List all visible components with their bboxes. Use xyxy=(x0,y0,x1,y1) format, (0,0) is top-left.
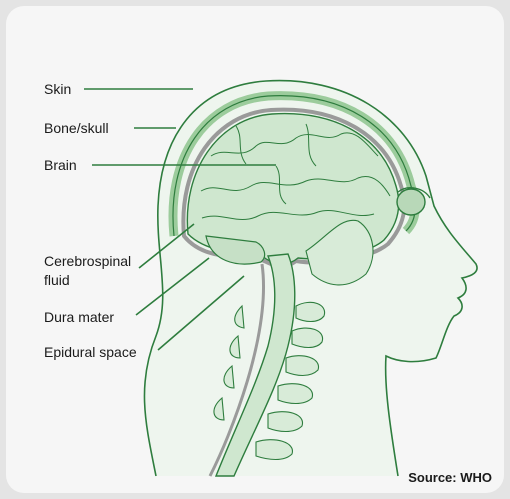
label-bone-skull: Bone/skull xyxy=(44,120,109,136)
diagram-panel: Skin Bone/skull Brain Cerebrospinal flui… xyxy=(6,6,504,493)
source-caption: Source: WHO xyxy=(408,470,492,485)
label-epidural-space: Epidural space xyxy=(44,344,137,360)
label-csf-line1: Cerebrospinal xyxy=(44,253,131,269)
head-anatomy-figure: Skin Bone/skull Brain Cerebrospinal flui… xyxy=(6,6,504,493)
eye xyxy=(397,189,425,215)
label-csf-line2: fluid xyxy=(44,272,70,288)
label-dura-mater: Dura mater xyxy=(44,309,114,325)
label-skin: Skin xyxy=(44,81,71,97)
label-brain: Brain xyxy=(44,157,77,173)
